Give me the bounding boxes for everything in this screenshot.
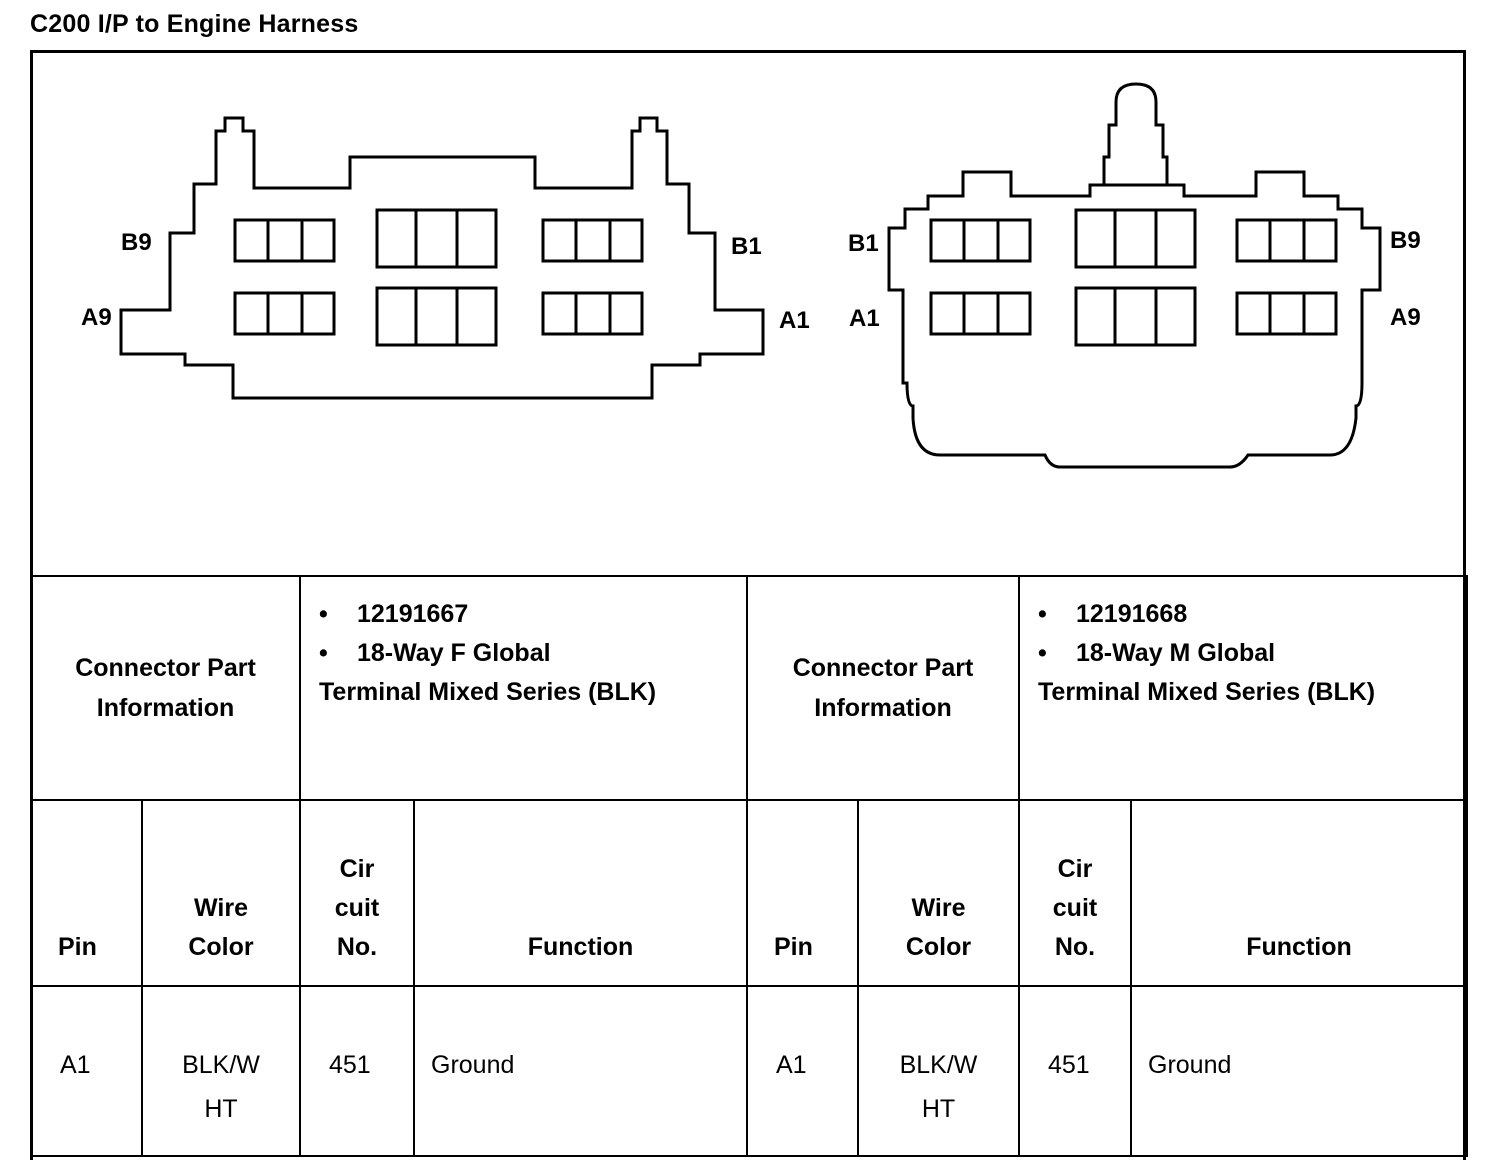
col-header-wire-color: Wire Color <box>857 799 1020 987</box>
cavity-group <box>1235 291 1338 336</box>
pin-label-a9: A9 <box>1390 304 1421 331</box>
cavity-group <box>375 208 498 269</box>
function-cell: Ground <box>413 985 748 1157</box>
part-description: Terminal Mixed Series (BLK) <box>1038 678 1376 706</box>
part-info-row: Connector Part Information •12191667 •18… <box>30 575 1468 801</box>
col-header-function: Function <box>413 799 748 987</box>
wire-color-cell: BLK/W HT <box>141 985 301 1157</box>
pin-label-b1: B1 <box>731 233 762 260</box>
part-description: Terminal Mixed Series (BLK) <box>319 678 657 706</box>
male-connector-outline <box>887 82 1382 469</box>
pin-cell: A1 <box>30 985 143 1157</box>
wire-color-cell: BLK/W HT <box>857 985 1020 1157</box>
pin-label-b9: B9 <box>1390 227 1421 254</box>
part-number: 12191668 <box>1076 600 1188 628</box>
cavity-group <box>375 286 498 347</box>
col-header-pin: Pin <box>746 799 859 987</box>
cavity-group <box>541 218 644 263</box>
female-connector-outline <box>119 116 765 400</box>
table-row: A1 BLK/W HT 451 Ground A1 BLK/W HT 451 G… <box>30 985 1468 1157</box>
connector-diagram: B9 A9 B1 A1 B1 A1 B9 A9 <box>81 82 1421 469</box>
cavity-group <box>1074 208 1197 269</box>
col-header-circuit-no: Cir cuit No. <box>299 799 415 987</box>
cavity-group <box>541 291 644 336</box>
cavity-group <box>233 291 336 336</box>
cavity-group <box>1074 286 1197 347</box>
pinout-table: Connector Part Information •12191667 •18… <box>30 575 1468 1157</box>
pin-label-a1: A1 <box>779 307 810 334</box>
pin-label-b9: B9 <box>121 229 152 256</box>
col-header-pin: Pin <box>30 799 143 987</box>
cavity-group <box>929 218 1032 263</box>
function-cell: Ground <box>1130 985 1468 1157</box>
circuit-cell: 451 <box>1018 985 1132 1157</box>
col-header-function: Function <box>1130 799 1468 987</box>
page-title: C200 I/P to Engine Harness <box>30 10 359 38</box>
part-number: 12191667 <box>357 600 469 628</box>
cavity-group <box>1235 218 1338 263</box>
connector-part-info: •12191668 •18-Way M Global Terminal Mixe… <box>1018 575 1468 801</box>
part-description: 18-Way M Global <box>1076 639 1276 667</box>
pin-cell: A1 <box>746 985 859 1157</box>
connector-part-header: Connector Part Information <box>746 575 1020 801</box>
col-header-wire-color: Wire Color <box>141 799 301 987</box>
cavity-group <box>929 291 1032 336</box>
column-header-row: Pin Wire Color Cir cuit No. Function Pin… <box>30 799 1468 987</box>
pin-label-a1: A1 <box>849 305 880 332</box>
pin-label-a9: A9 <box>81 304 112 331</box>
connector-part-info: •12191667 •18-Way F Global Terminal Mixe… <box>299 575 748 801</box>
connector-part-header: Connector Part Information <box>30 575 301 801</box>
pin-label-b1: B1 <box>848 230 879 257</box>
col-header-circuit-no: Cir cuit No. <box>1018 799 1132 987</box>
part-description: 18-Way F Global <box>357 639 551 667</box>
circuit-cell: 451 <box>299 985 415 1157</box>
cavity-group <box>233 218 336 263</box>
